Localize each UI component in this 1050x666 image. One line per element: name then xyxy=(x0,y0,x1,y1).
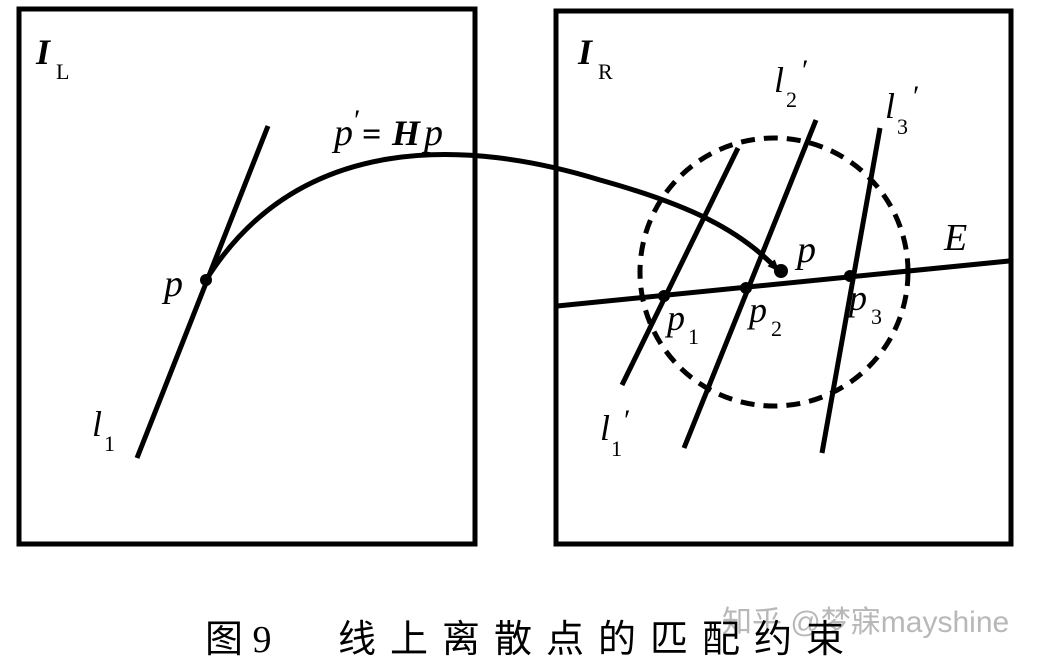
label-l3-prime-mark: ′ xyxy=(913,80,920,113)
watermark: 知乎 @梦寐mayshine xyxy=(722,606,1009,639)
label-p1: p xyxy=(664,298,685,338)
line-l1 xyxy=(134,125,271,459)
label-l3-prime-sub: 3 xyxy=(897,114,908,139)
label-point-p-left: p xyxy=(161,263,183,305)
label-l2-prime-mark: ′ xyxy=(802,54,809,87)
caption-figure-number: 图 9 xyxy=(205,619,272,661)
mapping-arrow xyxy=(203,152,780,282)
label-l2-prime: l xyxy=(774,60,784,100)
label-mapping-p: p xyxy=(331,112,353,154)
point-p1 xyxy=(658,290,670,302)
left-image-frame xyxy=(16,6,478,547)
caption-text: 线上离散点的匹配约束 xyxy=(338,619,858,661)
label-l1-prime-sub: 1 xyxy=(611,436,622,461)
label-l2-prime-sub: 2 xyxy=(786,87,797,112)
label-mapping-eq: = xyxy=(362,116,381,153)
label-mapping-prime: ′ xyxy=(354,104,361,137)
label-mapping-H: H xyxy=(391,113,421,153)
line-l3-prime xyxy=(819,127,883,454)
label-l1: l xyxy=(92,404,102,444)
right-image-frame xyxy=(553,8,1014,547)
right-panel-title-sub: R xyxy=(598,59,613,84)
label-epipolar-E: E xyxy=(943,217,967,259)
left-panel-title: I xyxy=(35,32,52,72)
point-p3 xyxy=(844,270,856,282)
label-p3: p xyxy=(846,278,867,318)
point-p-right xyxy=(774,264,788,278)
label-p2-sub: 2 xyxy=(771,316,782,341)
label-l1-sub: 1 xyxy=(104,431,115,456)
right-panel-title: I xyxy=(577,32,594,72)
search-region-circle xyxy=(637,135,911,409)
label-p2: p xyxy=(746,290,767,330)
label-point-p-right: p xyxy=(794,229,816,271)
label-p1-sub: 1 xyxy=(688,324,699,349)
label-mapping-p2: p xyxy=(421,112,443,154)
label-p3-sub: 3 xyxy=(871,304,882,329)
line-l1-prime xyxy=(619,146,741,387)
label-l1-prime-mark: ′ xyxy=(624,404,631,437)
left-panel-title-sub: L xyxy=(56,59,69,84)
label-l3-prime: l xyxy=(885,86,895,126)
point-p2 xyxy=(740,282,752,294)
epipolar-line-E xyxy=(556,258,1010,309)
label-l1-prime: l xyxy=(600,408,610,448)
